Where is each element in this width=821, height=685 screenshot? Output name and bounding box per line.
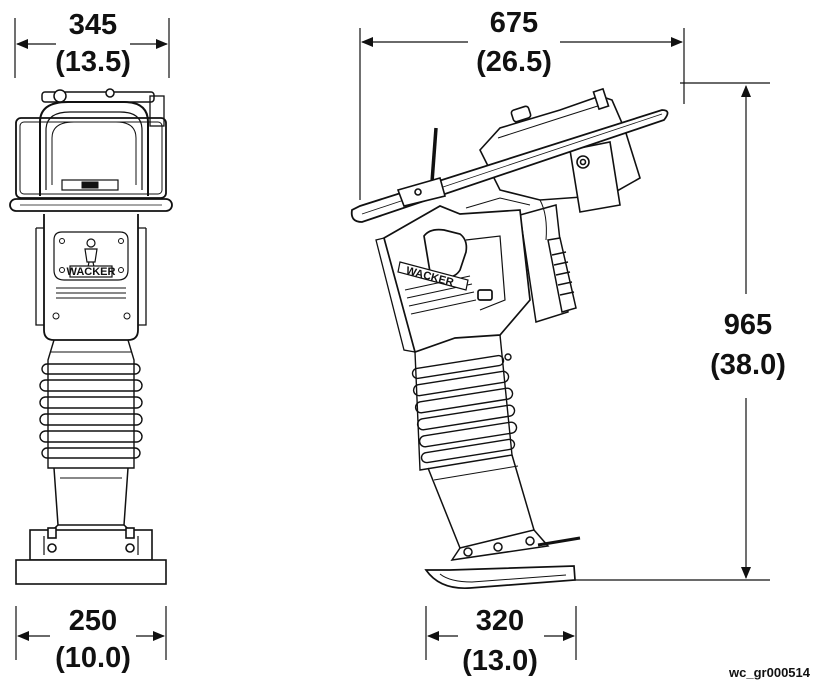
side-lower-leg bbox=[427, 454, 581, 561]
height-in: (38.0) bbox=[710, 349, 786, 381]
side-engine-housing bbox=[350, 87, 669, 223]
front-width-mm: 345 bbox=[69, 9, 117, 41]
side-crankcase bbox=[375, 205, 531, 354]
side-foot-in: (13.0) bbox=[462, 645, 538, 677]
figure-reference-code: wc_gr000514 bbox=[728, 665, 811, 680]
front-engine-housing bbox=[9, 88, 173, 212]
side-bellows bbox=[411, 334, 518, 471]
side-depth-dimension: 675 (26.5) bbox=[359, 7, 685, 200]
front-bellows bbox=[39, 339, 143, 469]
side-foot-dimension: 320 (13.0) bbox=[425, 605, 577, 677]
front-view: 345 (13.5) bbox=[9, 9, 173, 674]
side-foot-plate bbox=[424, 565, 576, 590]
front-logo-text: WACKER bbox=[67, 266, 116, 278]
side-depth-in: (26.5) bbox=[476, 46, 552, 78]
side-foot-mm: 320 bbox=[476, 605, 524, 637]
height-dimension: 965 (38.0) bbox=[560, 82, 786, 581]
front-crankcase bbox=[35, 214, 147, 341]
side-view: 675 (26.5) 965 (38.0) bbox=[350, 7, 786, 677]
front-foot-plate bbox=[15, 527, 167, 585]
front-width-dimension: 345 (13.5) bbox=[14, 9, 170, 78]
height-mm: 965 bbox=[724, 309, 772, 341]
front-foot-in: (10.0) bbox=[55, 642, 131, 674]
front-width-in: (13.5) bbox=[55, 46, 131, 78]
front-foot-dimension: 250 (10.0) bbox=[15, 605, 167, 674]
front-foot-mm: 250 bbox=[69, 605, 117, 637]
side-depth-mm: 675 bbox=[490, 7, 538, 39]
side-fuel-tank bbox=[455, 197, 577, 323]
